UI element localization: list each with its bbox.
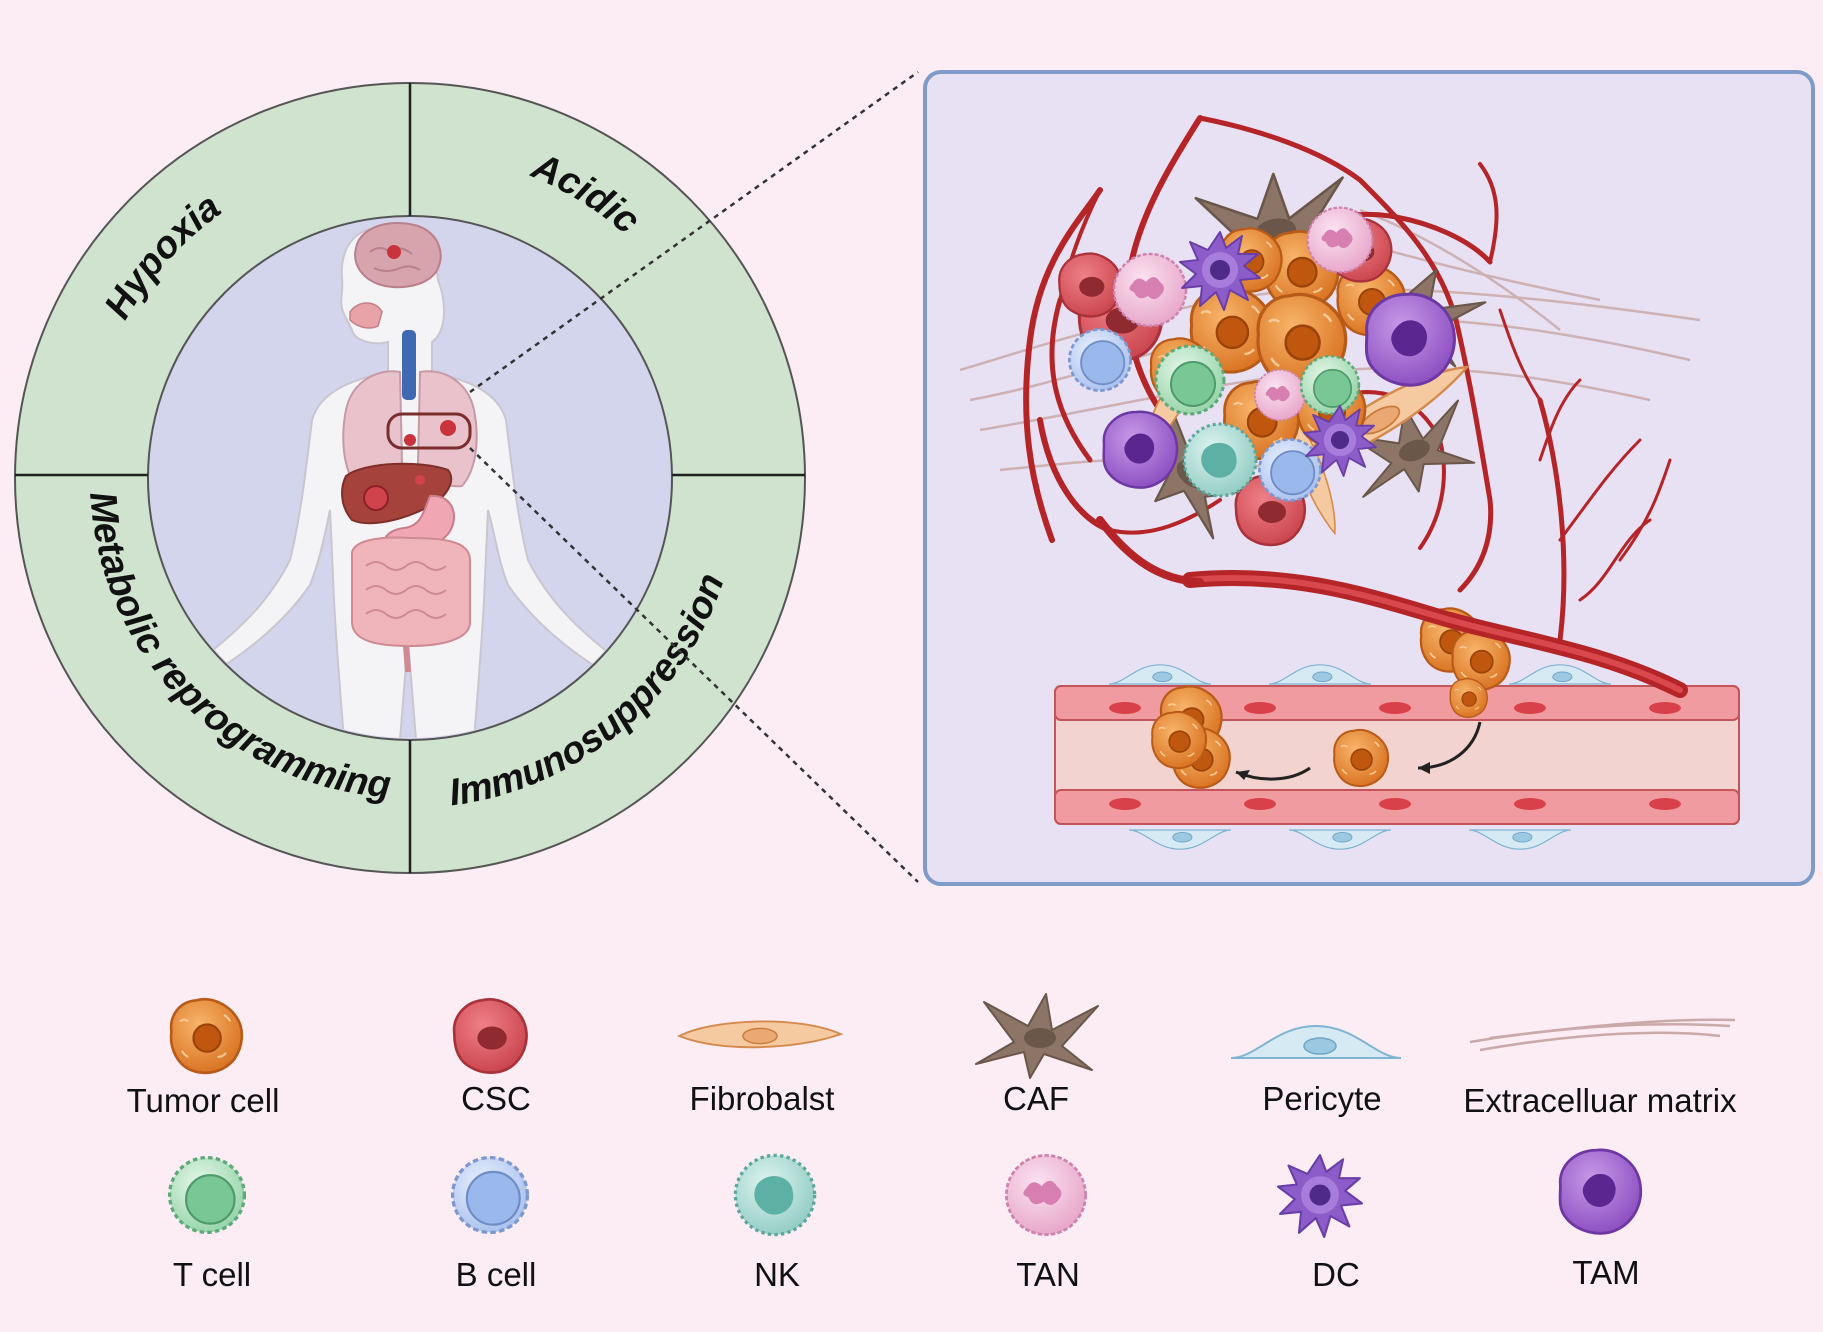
legend-label-nk: NK bbox=[754, 1256, 800, 1293]
lung-tumor-highlight bbox=[386, 412, 472, 450]
zoom-connector-lines bbox=[469, 70, 919, 883]
tumor-microenvironment-panel bbox=[923, 70, 1815, 886]
tan-icon bbox=[1005, 1154, 1087, 1236]
brain-tumor bbox=[387, 245, 401, 259]
legend-label-dc: DC bbox=[1312, 1256, 1360, 1293]
dc-icon bbox=[1276, 1154, 1364, 1239]
b-cell-icon bbox=[450, 1155, 530, 1235]
legend-label-tumor-cell: Tumor cell bbox=[127, 1082, 280, 1119]
condition-ring: Hypoxia Acidic Metabolic reprogramming I… bbox=[14, 82, 806, 874]
extracellular-matrix-icon bbox=[1469, 1018, 1736, 1052]
fibroblast-icon bbox=[678, 1020, 842, 1049]
legend-label-tan: TAN bbox=[1016, 1256, 1080, 1293]
blood-vessel-section bbox=[1054, 607, 1740, 850]
csc-icon bbox=[452, 998, 528, 1074]
legend-label-extracellular-matrix: Extracelluar matrix bbox=[1463, 1082, 1737, 1119]
legend-label-pericyte: Pericyte bbox=[1262, 1080, 1381, 1117]
tam-icon bbox=[1558, 1148, 1643, 1235]
nk-cell-icon bbox=[733, 1153, 817, 1237]
legend-label-b-cell: B cell bbox=[456, 1256, 537, 1293]
legend-label-fibroblast: Fibrobalst bbox=[690, 1080, 835, 1117]
endothelial-bottom bbox=[1054, 789, 1740, 825]
caf-icon bbox=[975, 993, 1099, 1079]
trachea bbox=[402, 330, 416, 400]
legend-label-csc: CSC bbox=[461, 1080, 531, 1117]
legend: Tumor cell CSC Fibrobalst CAF Pericyte E… bbox=[127, 993, 1737, 1293]
endothelial-top bbox=[1054, 685, 1740, 721]
legend-label-tam: TAM bbox=[1572, 1254, 1639, 1291]
legend-label-t-cell: T cell bbox=[173, 1256, 251, 1293]
legend-label-caf: CAF bbox=[1003, 1080, 1069, 1117]
human-body-illustration bbox=[198, 222, 620, 738]
tumor-cell-icon bbox=[169, 997, 244, 1075]
t-cell-icon bbox=[167, 1155, 247, 1235]
intestines bbox=[350, 536, 471, 648]
pericyte-icon bbox=[1230, 1025, 1402, 1059]
